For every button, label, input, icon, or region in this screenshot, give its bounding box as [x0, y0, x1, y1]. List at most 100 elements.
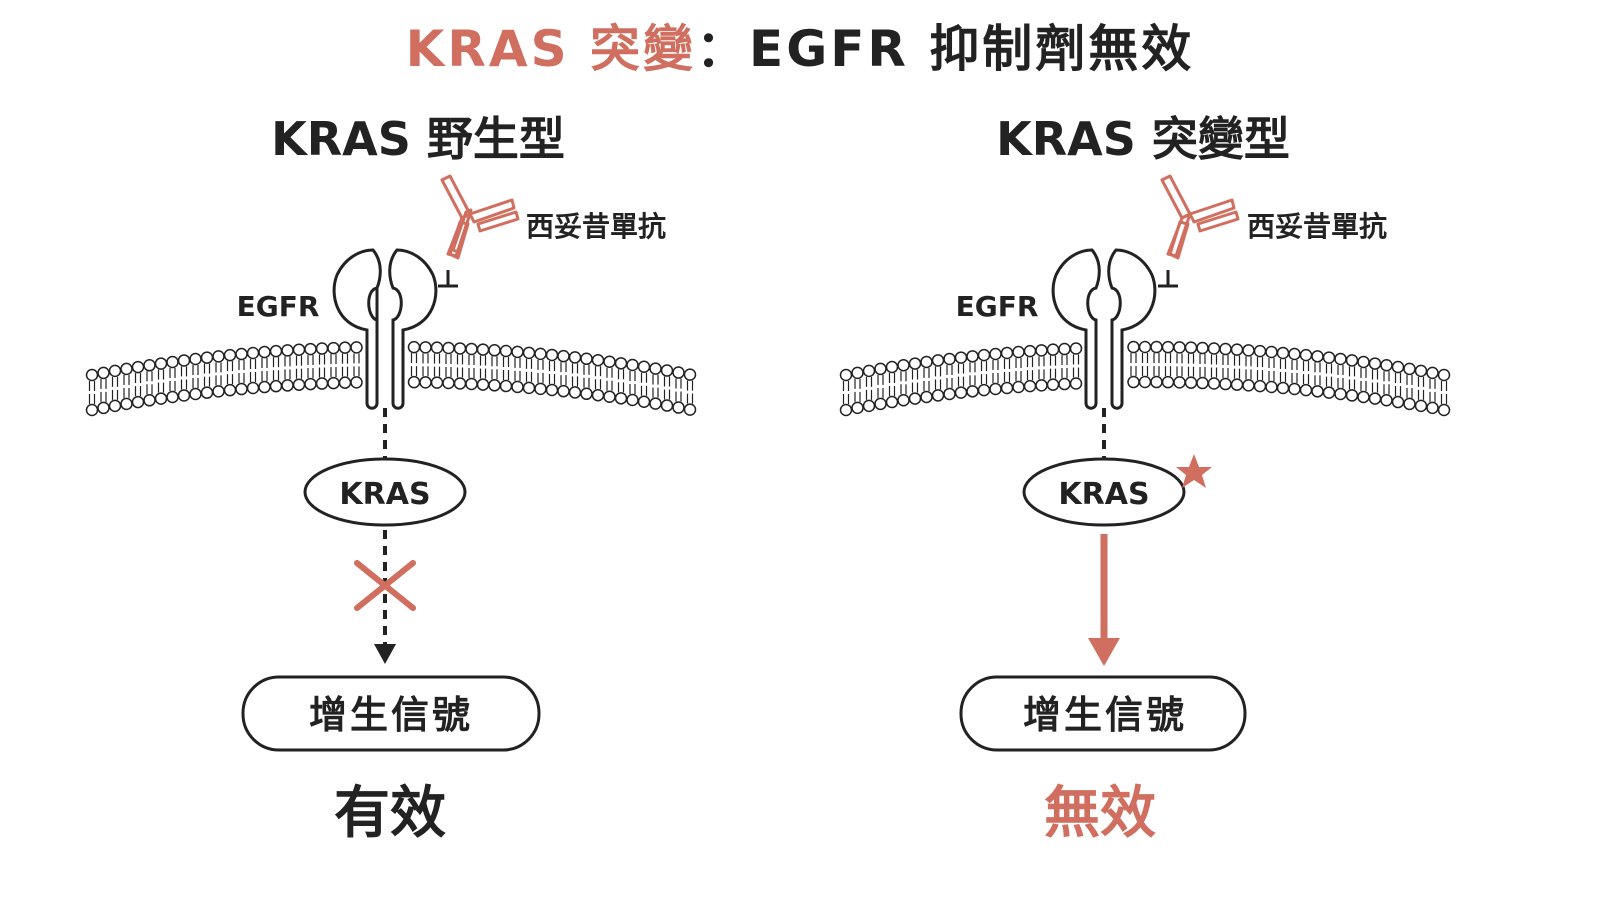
kras-protein: KRAS [1022, 457, 1186, 527]
kras-label: KRAS [339, 477, 430, 512]
lipid-head [660, 364, 674, 377]
title-separator: ： [696, 20, 749, 78]
diagram-title: KRAS 突變：EGFR 抑制劑無效 [406, 20, 1195, 78]
lipid-head [966, 385, 979, 398]
lipid-head [1138, 340, 1152, 354]
lipid-head [943, 352, 956, 366]
lipid-head [258, 380, 271, 394]
lipid-head [1138, 375, 1152, 389]
lipid-head [1219, 342, 1232, 356]
lipid-head [511, 345, 524, 359]
lipid-head [1046, 343, 1060, 356]
lipid-head [1173, 341, 1186, 354]
lipid-head [874, 362, 887, 376]
lipid-head [862, 399, 876, 413]
lipid-head [1368, 357, 1382, 370]
lipid-head [1334, 352, 1347, 366]
lipid-head [1345, 389, 1359, 402]
lipid-head [453, 377, 467, 390]
panel-mutant: KRAS 突變型 EGFR 西妥昔單抗 KRAS 增 [839, 112, 1451, 846]
lipid-head [557, 349, 570, 363]
lipid-head [931, 354, 945, 367]
lipid-head [1207, 377, 1221, 390]
lipid-head [1219, 377, 1232, 391]
lipid-head [1046, 378, 1060, 391]
lipid-head [407, 340, 421, 354]
lipid-head [1368, 392, 1382, 405]
lipid-head [476, 378, 490, 391]
lipid-head [212, 350, 225, 363]
lipid-head [1173, 376, 1186, 389]
lipid-head [488, 344, 501, 357]
egfr-receptor [1051, 248, 1157, 410]
lipid-head [1058, 377, 1071, 391]
lipid-head [1380, 394, 1393, 407]
lipid-head [614, 357, 628, 370]
lipid-head [580, 387, 593, 401]
lipid-head [281, 379, 294, 392]
lipid-head [350, 376, 363, 389]
lipid-head [1196, 376, 1209, 390]
cell-membrane [85, 340, 697, 417]
lipid-head [1242, 344, 1255, 357]
lipid-head [1150, 375, 1163, 389]
egfr-label: EGFR [237, 290, 320, 323]
lipid-head [591, 388, 605, 402]
lipid-head [545, 383, 559, 397]
lipid-head [1012, 380, 1025, 394]
lipid-head [989, 382, 1002, 396]
lipid-head [1403, 362, 1416, 376]
lipid-head [246, 381, 260, 395]
lipid-head [338, 376, 352, 389]
egfr-label: EGFR [956, 290, 1039, 323]
lipid-head [954, 386, 968, 399]
lipid-head [851, 366, 864, 380]
lipid-head [897, 394, 910, 407]
lipid-head [862, 364, 876, 378]
lipid-head [851, 401, 864, 415]
lipid-head [292, 343, 306, 356]
lipid-head [614, 392, 628, 405]
lipid-head [304, 342, 317, 356]
lipid-head [1322, 386, 1336, 399]
lipid-head [177, 389, 191, 402]
lipid-head [1184, 341, 1198, 354]
lipid-head [1414, 364, 1428, 378]
lipid-head [154, 392, 168, 405]
lipid-head [1230, 378, 1244, 391]
lipid-head [223, 383, 237, 397]
lipid-head [683, 368, 697, 381]
lipid-head [200, 351, 214, 364]
lipid-head [430, 341, 444, 354]
kras-protein: KRAS [303, 457, 467, 527]
lipid-head [85, 368, 99, 382]
lipid-head [568, 386, 582, 399]
lipid-head [1414, 399, 1428, 413]
lipid-head [327, 376, 340, 390]
lipid-head [1150, 340, 1163, 354]
lipid-head [1288, 347, 1301, 361]
lipid-head [1380, 359, 1393, 372]
lipid-head [1311, 385, 1324, 398]
lipid-head [258, 345, 271, 359]
lipid-head [1426, 401, 1439, 415]
lipid-head [908, 392, 922, 405]
lipid-head [1299, 348, 1313, 362]
lipid-head [908, 357, 922, 370]
panel-heading: KRAS 野生型 [271, 112, 565, 166]
lipid-head [97, 366, 110, 380]
lipid-head [1184, 376, 1198, 389]
lipid-head [989, 347, 1002, 361]
panel-heading: KRAS 突變型 [996, 112, 1290, 166]
lipid-head [304, 377, 317, 391]
lipid-head [545, 348, 559, 362]
lipid-head [534, 347, 547, 361]
lipid-head [1161, 375, 1175, 389]
lipid-head [1000, 346, 1014, 360]
lipid-head [1391, 360, 1405, 374]
lipid-head [1276, 381, 1290, 395]
drug-label: 西妥昔單抗 [526, 210, 666, 243]
lipid-head [223, 348, 237, 362]
lipid-head [419, 341, 432, 354]
